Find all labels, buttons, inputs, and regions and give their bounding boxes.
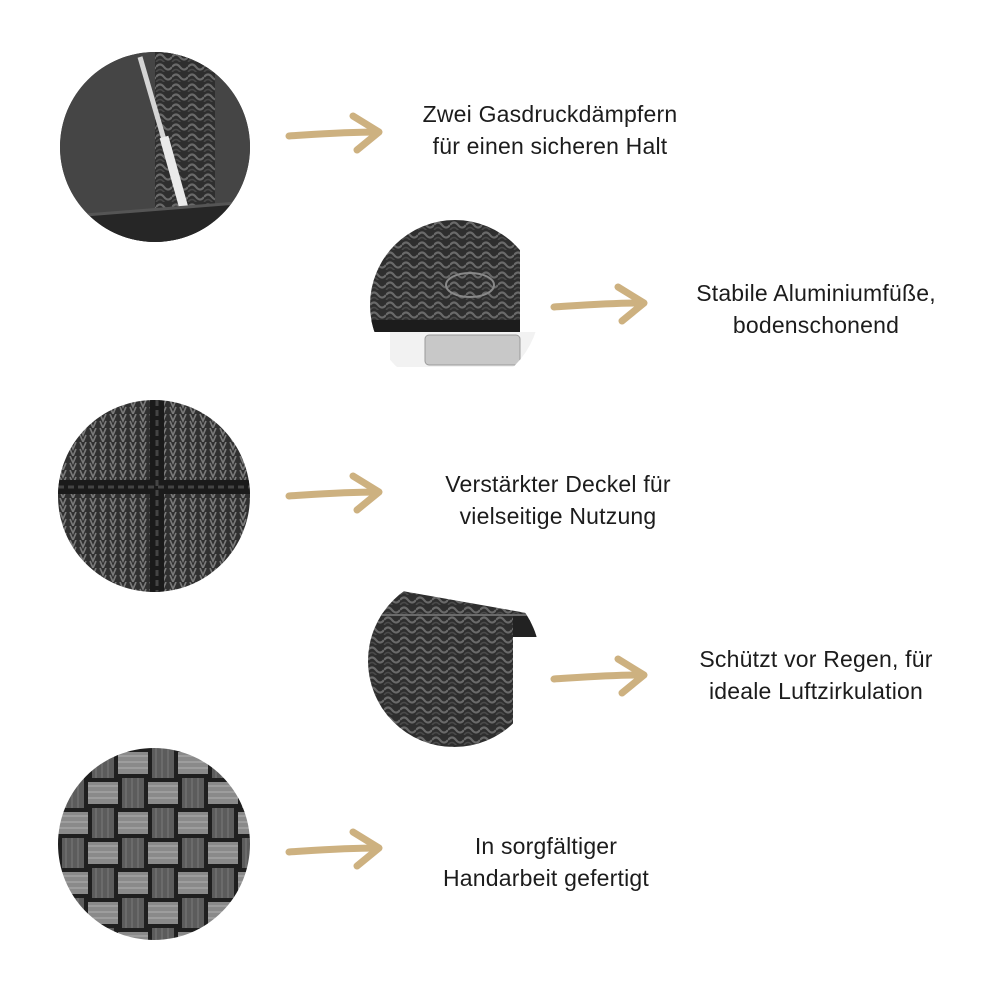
reinforced-lid-photo [58,400,250,592]
feature-caption-gas-struts: Zwei Gasdruckdämpfern für einen sicheren… [422,101,678,159]
arrow-icon [285,472,383,514]
feature-caption-rain: Schützt vor Regen, für ideale Luftzirkul… [699,646,933,704]
aluminium-foot-photo [370,220,540,390]
arrow-icon [550,655,648,697]
feature-caption-lid: Verstärkter Deckel für vielseitige Nutzu… [445,471,671,529]
weave-closeup-photo [58,748,250,940]
feature-caption-handmade: In sorgfältiger Handarbeit gefertigt [442,833,649,891]
lid-edge-photo [368,575,540,747]
feature-caption-feet: Stabile Aluminiumfüße, bodenschonend [696,280,936,338]
arrow-icon [285,112,383,154]
arrow-icon [550,283,648,325]
arrow-icon [285,828,383,870]
gas-strut-photo [60,52,250,242]
